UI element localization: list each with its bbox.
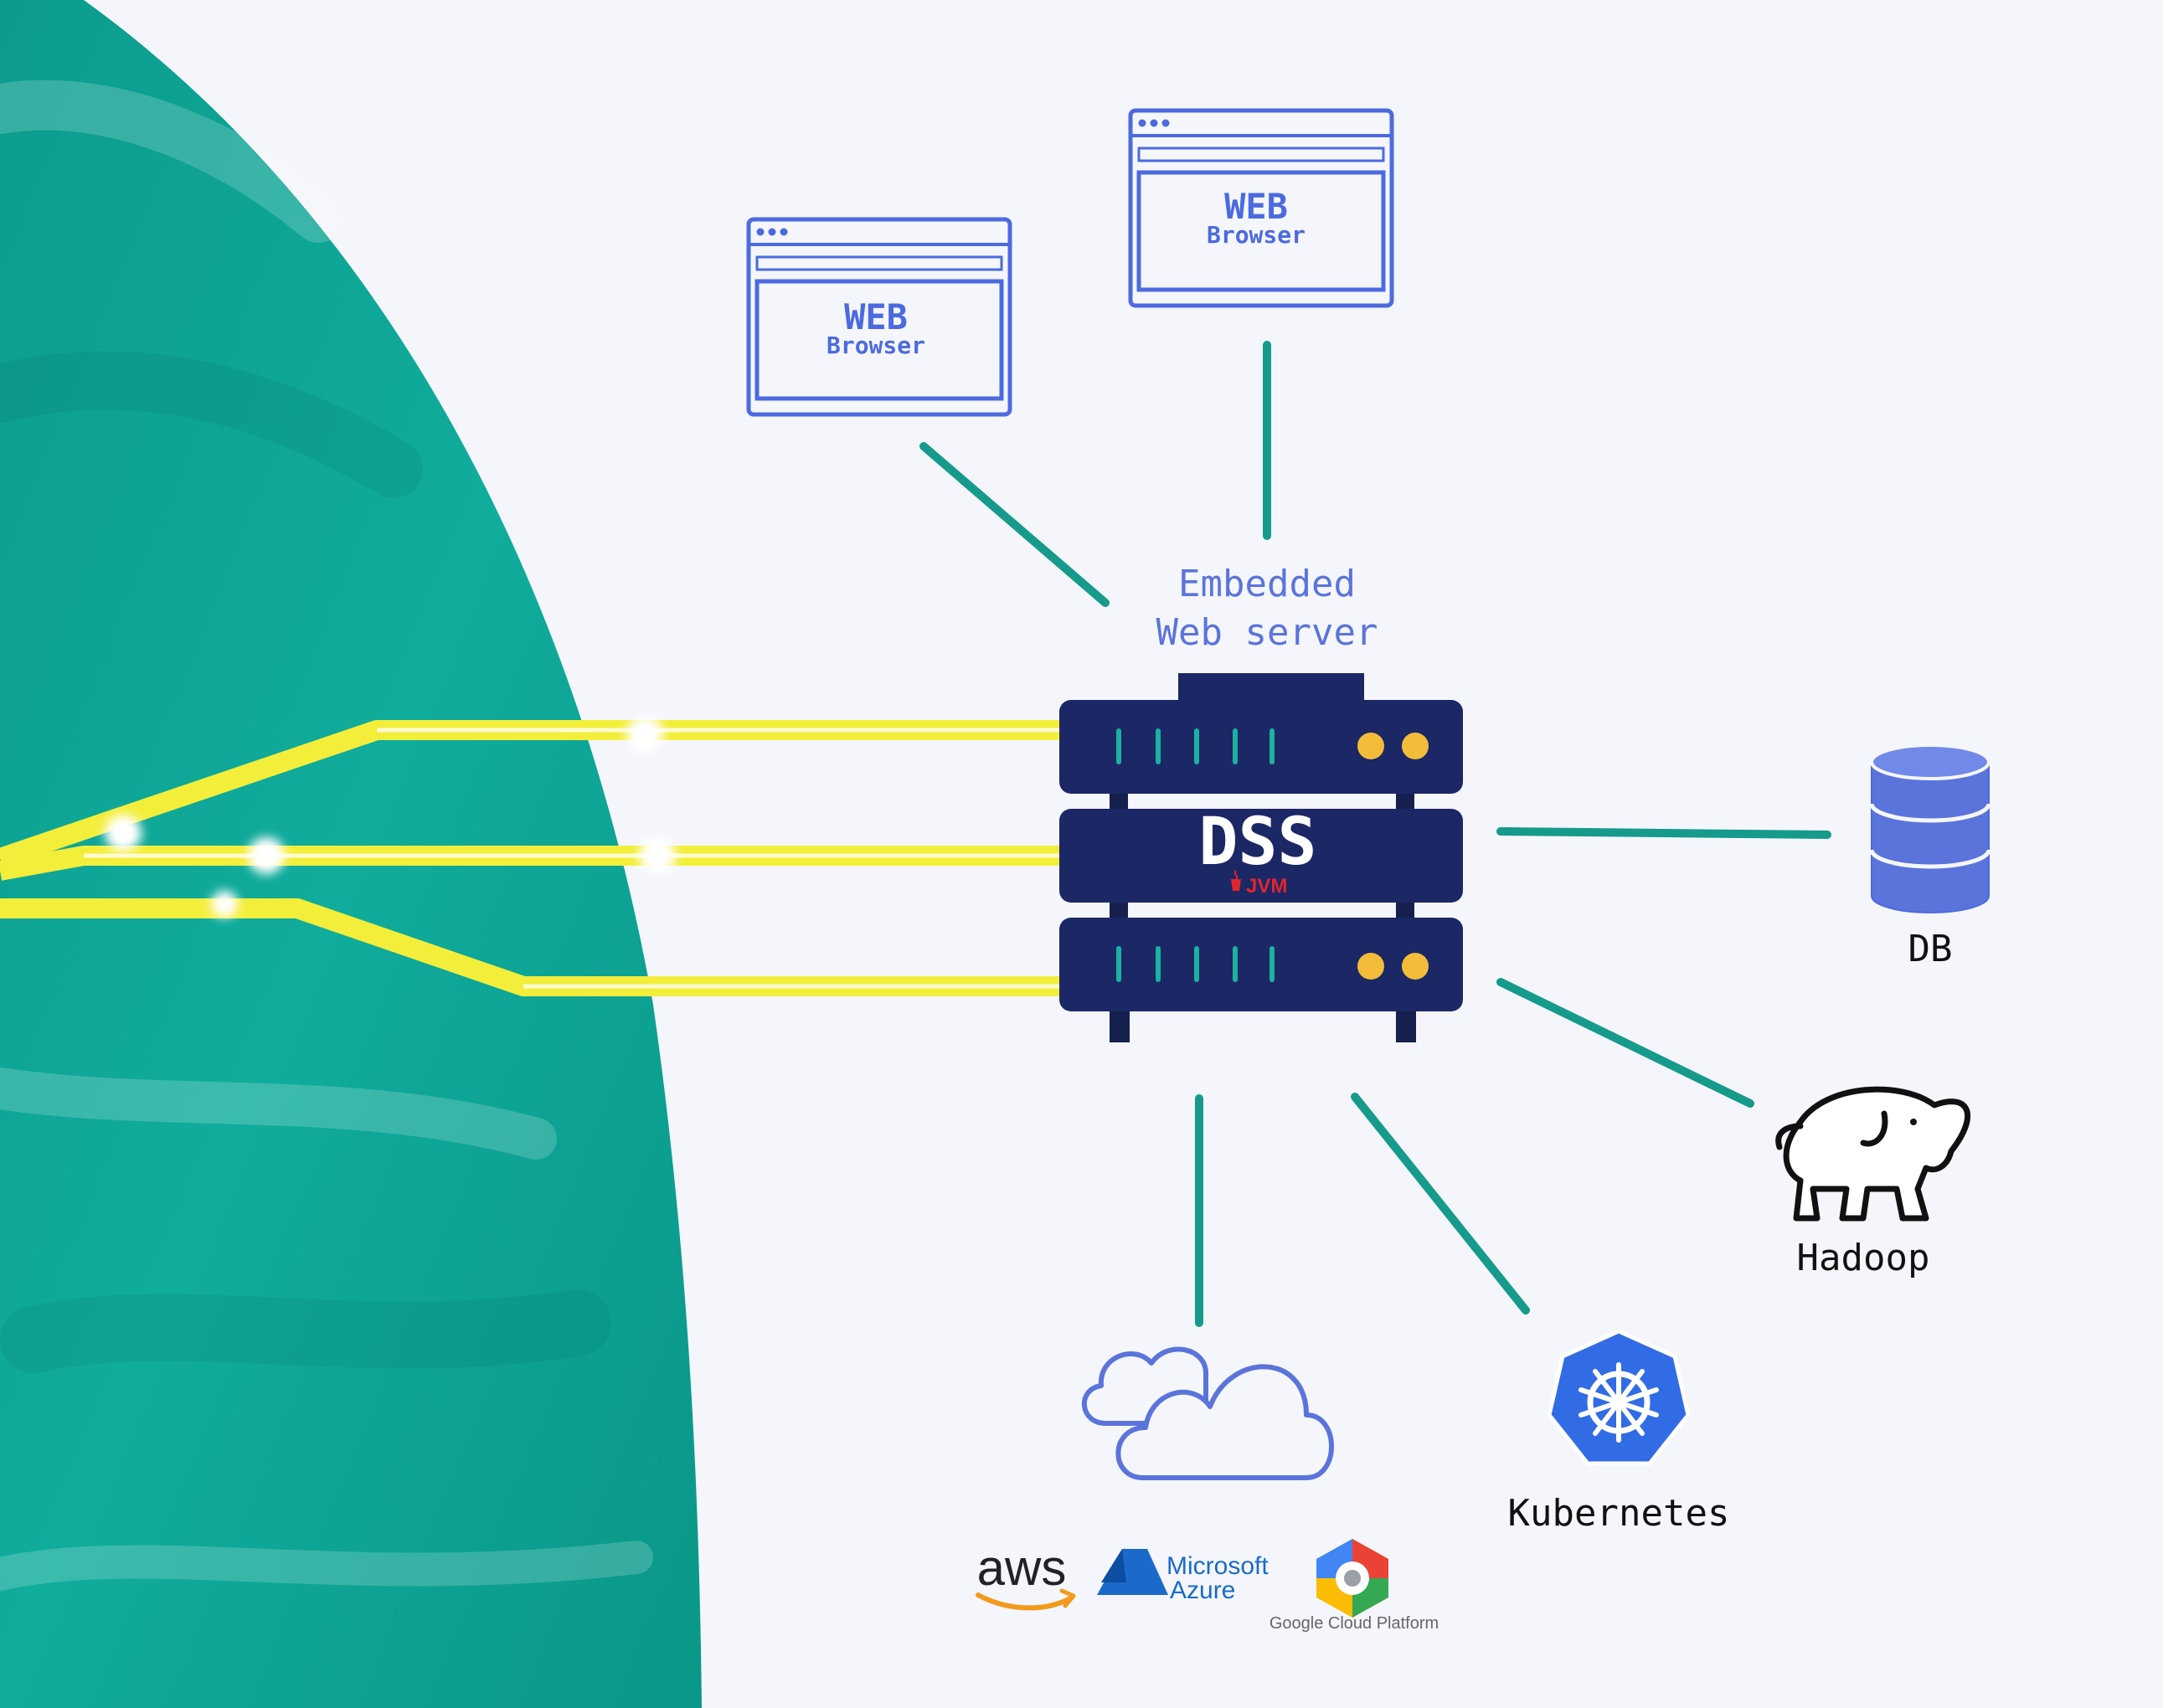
java-cup-icon [1231, 870, 1241, 891]
browser-1-title: WEB [844, 296, 908, 337]
status-led [1402, 733, 1429, 759]
planet-texture [0, 80, 653, 1591]
server-name: DSS [1199, 805, 1317, 880]
web-browser-window-2: WEB Browser [1128, 108, 1394, 308]
browser-2-subtitle: Browser [1207, 221, 1306, 249]
azure-logo-line2: Azure [1170, 1577, 1235, 1604]
browser-2-title: WEB [1224, 186, 1288, 227]
connector-lines [919, 341, 1831, 1327]
runtime-label: JVM [1246, 875, 1287, 898]
kubernetes-icon [1547, 1329, 1691, 1466]
status-led [1402, 953, 1429, 980]
server-caption-line1: Embedded [1178, 563, 1356, 605]
db-label: DB [1908, 928, 1953, 970]
cable-light-dots [105, 716, 676, 918]
web-browser-window-1: WEB Browser [746, 217, 1012, 417]
cloud-icon [1081, 1346, 1334, 1480]
azure-logo-line1: Microsoft [1166, 1552, 1269, 1580]
dss-server-rack: DSS JVM [1059, 673, 1463, 1042]
hadoop-elephant-icon [1775, 1086, 1971, 1222]
status-led [1357, 733, 1384, 759]
azure-logo: Microsoft Azure [1097, 1549, 1269, 1604]
status-led [1357, 953, 1384, 980]
aws-logo: aws [976, 1540, 1076, 1611]
database-icon [1869, 743, 1991, 913]
kubernetes-label: Kubernetes [1508, 1492, 1730, 1535]
server-caption-line2: Web server [1156, 611, 1378, 654]
aws-logo-text: aws [977, 1540, 1067, 1596]
browser-1-subtitle: Browser [827, 332, 925, 359]
gcp-logo-text: Google Cloud Platform [1269, 1614, 1439, 1633]
hadoop-label: Hadoop [1797, 1237, 1930, 1279]
gcp-logo: Google Cloud Platform [1269, 1539, 1439, 1633]
